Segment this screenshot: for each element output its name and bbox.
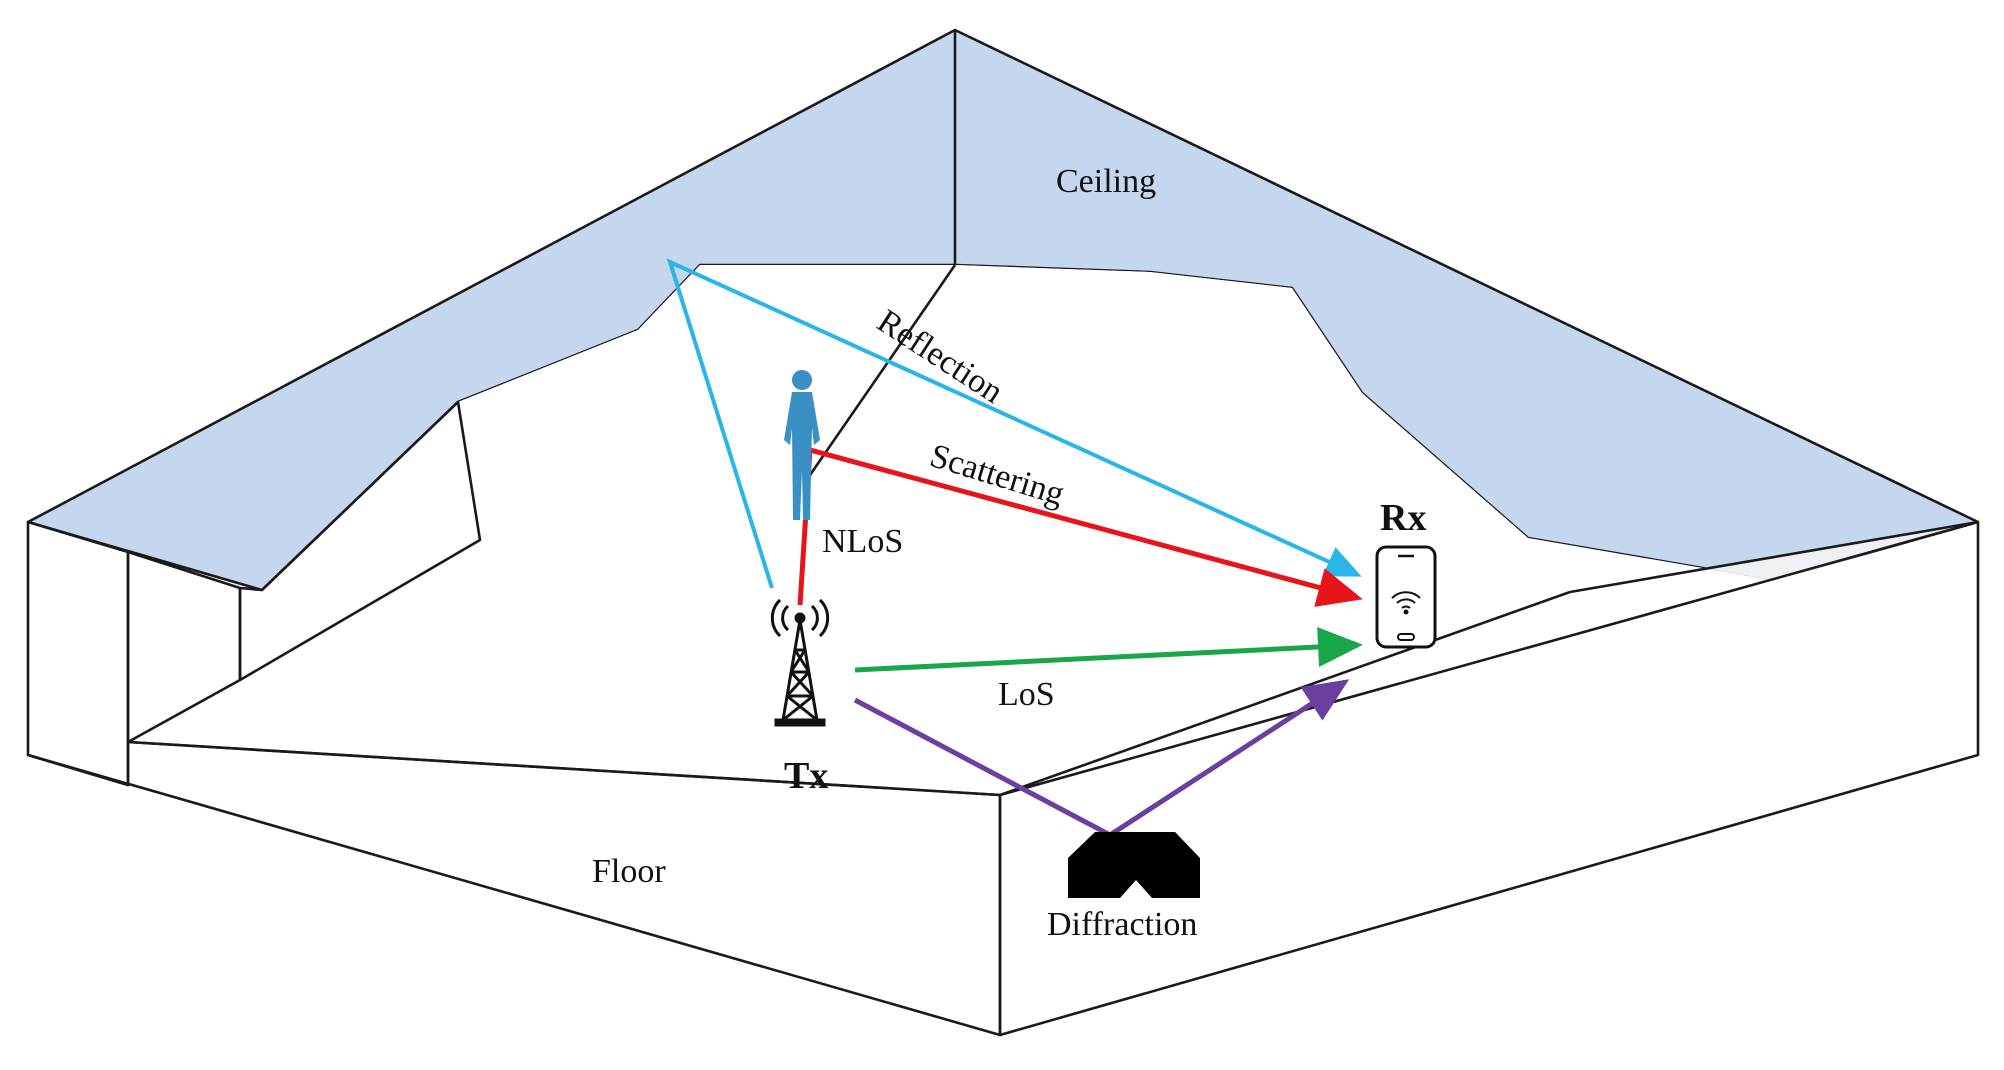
ceiling-label: Ceiling xyxy=(1056,163,1156,200)
rx-label: Rx xyxy=(1380,497,1426,539)
reflection-ray xyxy=(666,258,1362,589)
nlos-label: NLoS xyxy=(822,523,903,560)
diffraction-label: Diffraction xyxy=(1047,906,1197,943)
floor xyxy=(128,265,1978,795)
human-figure-icon xyxy=(784,370,820,520)
los-ray xyxy=(854,627,1363,673)
floor-label: Floor xyxy=(592,853,666,890)
los-label: LoS xyxy=(998,676,1055,713)
smartphone-icon xyxy=(1375,545,1437,649)
outer-walls xyxy=(26,264,1980,1037)
tx-label: Tx xyxy=(784,755,828,797)
tower-icon xyxy=(770,598,830,727)
obstacle-icon xyxy=(1068,832,1200,898)
